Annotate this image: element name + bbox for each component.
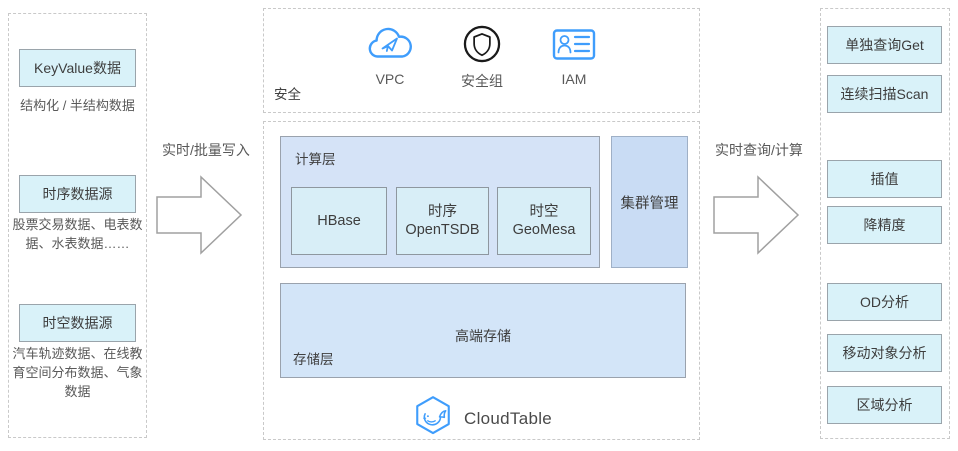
moving-object-analysis-box[interactable]: 移动对象分析 (827, 334, 942, 372)
vpc-cloud-icon (354, 23, 426, 65)
security-panel: 安全 VPC 安全组 (263, 8, 700, 113)
region-analysis-box[interactable]: 区域分析 (827, 386, 942, 424)
spatiotemporal-source-box[interactable]: 时空数据源 (19, 304, 136, 342)
high-end-storage-label: 高端存储 (455, 328, 511, 344)
core-panel: 计算层 HBase 时序 OpenTSDB 时空 GeoMesa 集群管理 高端… (263, 121, 700, 440)
timeseries-source-box[interactable]: 时序数据源 (19, 175, 136, 213)
engine-line: 时空 (529, 203, 559, 220)
cluster-management-box[interactable]: 集群管理 (611, 136, 688, 268)
spatiotemporal-source-desc: 汽车轨迹数据、在线教育空间分布数据、气象数据 (12, 346, 143, 399)
scan-query-box[interactable]: 连续扫描Scan (827, 75, 942, 113)
query-flow-label: 实时查询/计算 (715, 142, 803, 158)
get-query-box[interactable]: 单独查询Get (827, 26, 942, 64)
security-panel-label: 安全 (274, 87, 301, 102)
cloudtable-brand: CloudTable (412, 394, 552, 443)
compute-layer-label: 计算层 (295, 152, 336, 167)
engine-line: OpenTSDB (405, 222, 480, 238)
vpc-label: VPC (375, 71, 405, 87)
keyvalue-data-desc: 结构化 / 半结构数据 (20, 98, 135, 113)
security-item-group[interactable]: 安全组 (446, 23, 518, 91)
security-item-vpc[interactable]: VPC (354, 23, 426, 87)
engine-line: GeoMesa (512, 222, 576, 238)
cloudtable-hexagon-whale-icon (412, 394, 454, 443)
engine-line: 时序 (428, 203, 457, 220)
data-sources-panel: KeyValue数据 结构化 / 半结构数据 时序数据源 股票交易数据、电表数据… (8, 13, 147, 438)
geomesa-engine-box[interactable]: 时空 GeoMesa (497, 187, 591, 255)
query-capabilities-panel: 单独查询Get 连续扫描Scan 插值 降精度 OD分析 移动对象分析 区域分析 (820, 8, 950, 439)
timeseries-source-desc: 股票交易数据、电表数据、水表数据…… (12, 217, 143, 251)
security-group-label: 安全组 (461, 73, 503, 89)
keyvalue-data-box[interactable]: KeyValue数据 (19, 49, 136, 87)
write-flow-label: 实时/批量写入 (162, 142, 250, 158)
security-item-iam[interactable]: IAM (538, 23, 610, 87)
interpolation-box[interactable]: 插值 (827, 160, 942, 198)
cloudtable-brand-text: CloudTable (464, 408, 553, 428)
security-group-shield-icon (446, 23, 518, 65)
storage-layer-label: 存储层 (293, 352, 334, 367)
storage-layer: 高端存储 存储层 (280, 283, 686, 378)
downsampling-box[interactable]: 降精度 (827, 206, 942, 244)
iam-card-icon (538, 23, 610, 65)
query-flow-arrow-icon (713, 175, 800, 255)
compute-layer: 计算层 HBase 时序 OpenTSDB 时空 GeoMesa (280, 136, 600, 268)
opentsdb-engine-box[interactable]: 时序 OpenTSDB (396, 187, 489, 255)
iam-label: IAM (561, 71, 587, 87)
cluster-management-label: 集群管理 (620, 195, 679, 212)
hbase-engine-box[interactable]: HBase (291, 187, 387, 255)
engine-line: HBase (317, 212, 361, 229)
od-analysis-box[interactable]: OD分析 (827, 283, 942, 321)
write-flow-arrow-icon (156, 175, 243, 255)
